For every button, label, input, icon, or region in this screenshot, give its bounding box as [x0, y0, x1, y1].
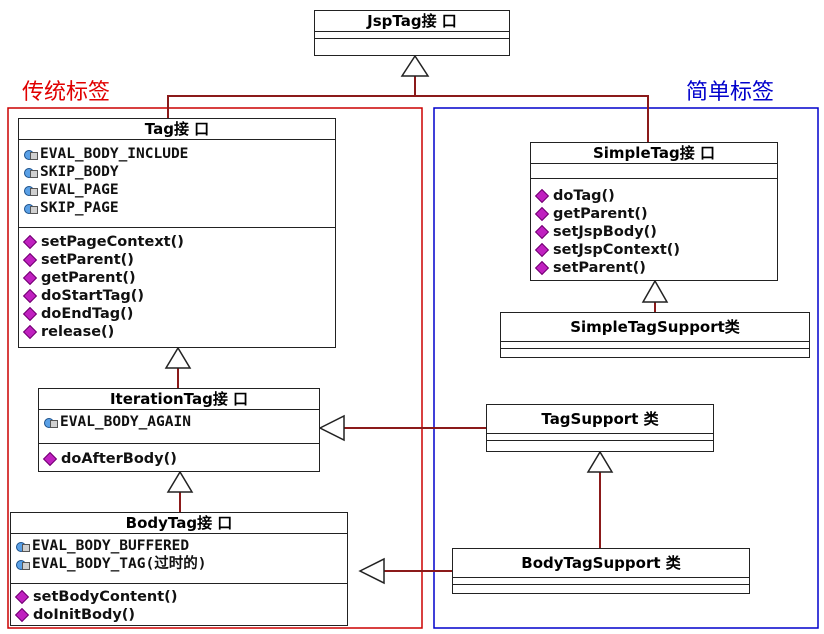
method-item: setJspContext() — [534, 241, 773, 259]
field-item: SKIP_PAGE — [23, 199, 331, 217]
iterationtag-title: IterationTag接 口 — [39, 389, 319, 410]
inherit-line-tag-to-jsptag — [167, 74, 416, 118]
method-icon — [534, 206, 550, 222]
field-icon — [15, 540, 30, 552]
method-item: doEndTag() — [22, 305, 331, 323]
field-item: SKIP_BODY — [23, 163, 331, 181]
method-icon — [14, 589, 30, 605]
method-item: setPageContext() — [22, 233, 331, 251]
method-icon — [22, 288, 38, 304]
field-item: EVAL_BODY_AGAIN — [43, 413, 315, 431]
method-item: doStartTag() — [22, 287, 331, 305]
field-item: EVAL_BODY_TAG(过时的) — [15, 555, 343, 573]
arrowhead-iterationtag-implement — [318, 414, 345, 442]
method-item: setParent() — [22, 251, 331, 269]
arrowhead-jsptag — [400, 54, 430, 77]
method-icon — [14, 607, 30, 623]
traditional-tags-frame — [7, 107, 423, 629]
field-item: EVAL_PAGE — [23, 181, 331, 199]
field-icon — [23, 184, 38, 196]
iterationtag-interface-box: IterationTag接 口 EVAL_BODY_AGAIN doAfterB… — [38, 388, 320, 472]
tagsupport-class-box: TagSupport 类 — [486, 404, 714, 452]
method-icon — [534, 188, 550, 204]
method-item: doAfterBody() — [42, 450, 315, 468]
method-item: getParent() — [534, 205, 773, 223]
traditional-tags-label: 传统标签 — [22, 80, 111, 105]
method-item: setParent() — [534, 259, 773, 277]
simple-tags-label: 简单标签 — [686, 80, 775, 105]
arrowhead-iterationtag — [166, 470, 194, 493]
method-icon — [22, 270, 38, 286]
method-item: getParent() — [22, 269, 331, 287]
arrowhead-bodytag-implement — [358, 557, 385, 585]
method-icon — [22, 306, 38, 322]
field-item: EVAL_BODY_INCLUDE — [23, 145, 331, 163]
simpletagsupport-class-box: SimpleTagSupport类 — [500, 312, 810, 358]
field-item: EVAL_BODY_BUFFERED — [15, 537, 343, 555]
field-icon — [43, 416, 58, 428]
tag-interface-box: Tag接 口 EVAL_BODY_INCLUDE SKIP_BODY EVAL_… — [18, 118, 336, 348]
method-icon — [534, 224, 550, 240]
method-icon — [22, 252, 38, 268]
method-item: doInitBody() — [14, 606, 343, 624]
arrowhead-tagsupport — [586, 450, 614, 473]
method-item: release() — [22, 323, 331, 341]
jsptag-title: JspTag接 口 — [315, 11, 509, 32]
method-icon — [22, 234, 38, 250]
jsptag-interface-box: JspTag接 口 — [314, 10, 510, 56]
arrowhead-simpletag — [641, 279, 669, 303]
bodytagsupport-title: BodyTagSupport 类 — [453, 549, 749, 578]
method-icon — [534, 242, 550, 258]
method-icon — [42, 451, 58, 467]
field-icon — [23, 148, 38, 160]
field-icon — [23, 166, 38, 178]
tag-title: Tag接 口 — [19, 119, 335, 140]
bodytag-title: BodyTag接 口 — [11, 513, 347, 534]
simple-tags-frame — [433, 107, 819, 629]
method-icon — [22, 324, 38, 340]
field-icon — [15, 558, 30, 570]
method-item: doTag() — [534, 187, 773, 205]
simpletag-interface-box: SimpleTag接 口 doTag() getParent() setJspB… — [530, 142, 778, 281]
tagsupport-title: TagSupport 类 — [487, 405, 713, 434]
arrowhead-tag — [164, 346, 192, 369]
bodytagsupport-class-box: BodyTagSupport 类 — [452, 548, 750, 594]
inherit-line-simpletag-to-jsptag — [415, 95, 649, 142]
method-item: setJspBody() — [534, 223, 773, 241]
method-item: setBodyContent() — [14, 588, 343, 606]
simpletag-title: SimpleTag接 口 — [531, 143, 777, 164]
bodytag-interface-box: BodyTag接 口 EVAL_BODY_BUFFERED EVAL_BODY_… — [10, 512, 348, 626]
field-icon — [23, 202, 38, 214]
simpletagsupport-title: SimpleTagSupport类 — [501, 313, 809, 342]
method-icon — [534, 260, 550, 276]
